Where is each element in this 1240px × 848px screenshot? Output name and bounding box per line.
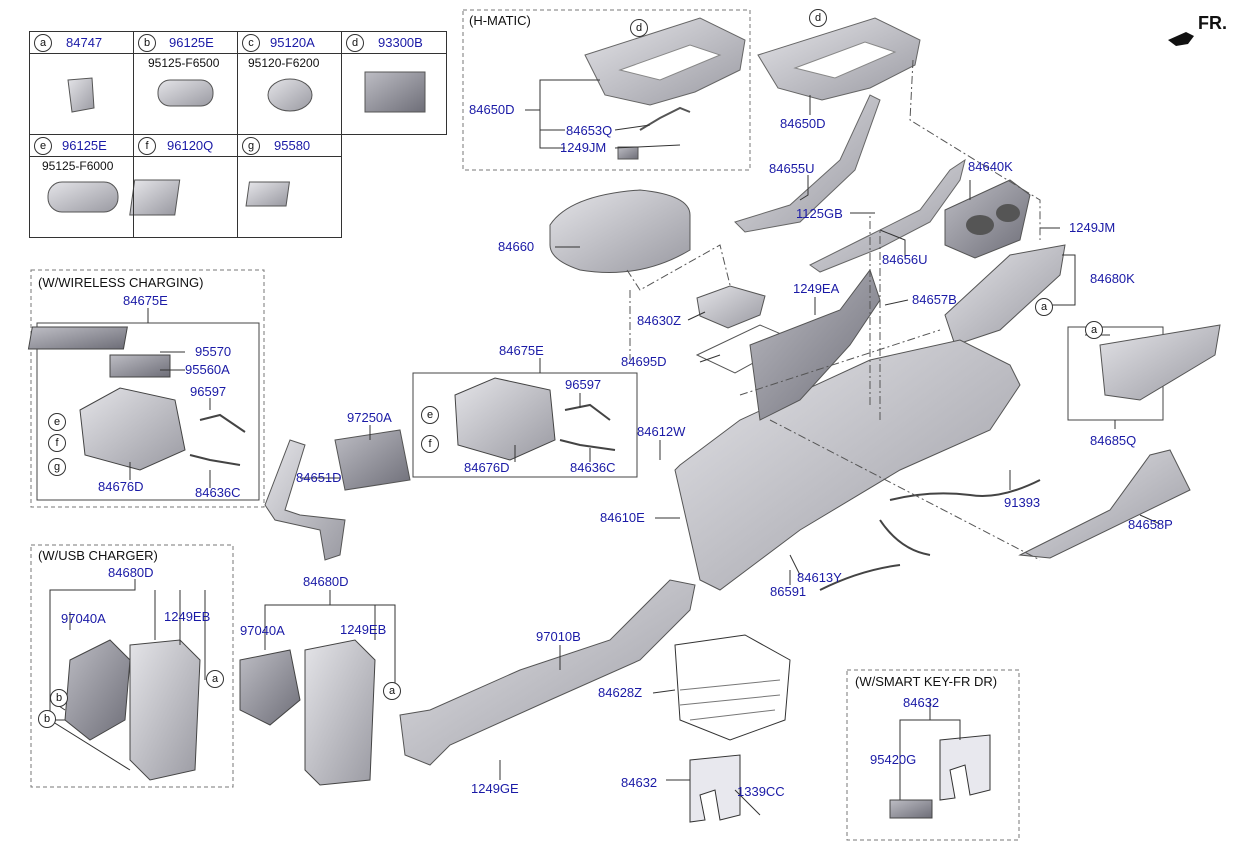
reference-marker: d — [809, 9, 827, 27]
part-callout: 1249EB — [340, 622, 387, 637]
part-callout: 84650D — [469, 102, 515, 117]
part-callout: 84656U — [882, 252, 928, 267]
part-callout: 84632 — [903, 695, 940, 710]
part-callout: 84612W — [637, 424, 686, 439]
part-callout: 97250A — [347, 410, 392, 425]
part-callout: 84675E — [499, 343, 544, 358]
legend-code: 96125E — [62, 138, 107, 153]
legend-letter: a — [34, 34, 52, 52]
reference-marker: a — [206, 670, 224, 688]
legend-code: 93300B — [378, 35, 423, 50]
part-callout: 1249EA — [793, 281, 840, 296]
console-body — [674, 339, 1021, 591]
reference-marker: b — [50, 689, 68, 707]
part-callout: 84695D — [621, 354, 667, 369]
part-callout: 1249EB — [164, 609, 211, 624]
part-callout: 84675E — [123, 293, 168, 308]
part-callout: 86591 — [770, 584, 807, 599]
part-callout: 84680D — [108, 565, 154, 580]
reference-marker: g — [48, 458, 66, 476]
legend-letter: f — [138, 137, 156, 155]
part-callout: 97040A — [240, 623, 285, 638]
part-callout: 91393 — [1004, 495, 1041, 510]
group-title-wireless: (W/WIRELESS CHARGING) — [38, 275, 204, 290]
part-callout: 84650D — [780, 116, 826, 131]
part-callout: 1249JM — [1069, 220, 1116, 235]
part-callout: 96597 — [190, 384, 227, 399]
part-callout: 84657B — [912, 292, 957, 307]
reference-marker: a — [1085, 321, 1103, 339]
reference-marker: e — [421, 406, 439, 424]
part-callout: 84658P — [1128, 517, 1173, 532]
part-callout: 1125GB — [796, 206, 843, 221]
part-callout: 95420G — [870, 752, 917, 767]
parts-legend-table: a 84747 b 96125E c 95120A d 93300B 95125-F65… — [29, 31, 447, 238]
legend-code: 96125E — [169, 35, 214, 50]
part-callout: 84628Z — [598, 685, 643, 700]
front-arrow-icon — [1168, 32, 1194, 46]
part-callout: 84655U — [769, 161, 815, 176]
legend-letter: d — [346, 34, 364, 52]
reference-marker: f — [421, 435, 439, 453]
legend-letter: b — [138, 34, 156, 52]
part-callout: 84653Q — [566, 123, 613, 138]
reference-marker: a — [1035, 298, 1053, 316]
reference-marker: b — [38, 710, 56, 728]
part-callout: 84630Z — [637, 313, 682, 328]
part-callout: 84676D — [464, 460, 510, 475]
part-callout: 84610E — [600, 510, 645, 525]
part-callout: 96597 — [565, 377, 602, 392]
reference-marker: a — [383, 682, 401, 700]
legend-code: 95580 — [274, 138, 311, 153]
legend-letter: e — [34, 137, 52, 155]
reference-marker: f — [48, 434, 66, 452]
legend-code: 84747 — [66, 35, 103, 50]
reference-marker: d — [630, 19, 648, 37]
part-callout: 1249JM — [560, 140, 607, 155]
part-callout: 84680K — [1090, 271, 1135, 286]
legend-subcode: 95125-F6500 — [148, 56, 220, 70]
part-callout: 84651D — [296, 470, 342, 485]
part-callout: 95560A — [185, 362, 230, 377]
part-callout: 84676D — [98, 479, 144, 494]
legend-code: 96120Q — [167, 138, 214, 153]
part-callout: 84636C — [570, 460, 616, 475]
legend-code: 95120A — [270, 35, 315, 50]
reference-marker: e — [48, 413, 66, 431]
group-title-usb: (W/USB CHARGER) — [38, 548, 158, 563]
part-callout: 97040A — [61, 611, 106, 626]
part-callout: 97010B — [536, 629, 581, 644]
legend-subcode: 95120-F6200 — [248, 56, 320, 70]
part-callout: 84660 — [498, 239, 535, 254]
part-callout: 84640K — [968, 159, 1013, 174]
part-callout: 84685Q — [1090, 433, 1137, 448]
part-callout: 1249GE — [471, 781, 519, 796]
group-title-smart-key: (W/SMART KEY-FR DR) — [855, 674, 998, 689]
part-callout: 84680D — [303, 574, 349, 589]
part-callout: 84613Y — [797, 570, 842, 585]
legend-letter: c — [242, 34, 260, 52]
part-callout: 1339CC — [737, 784, 785, 799]
part-callout: 95570 — [195, 344, 232, 359]
part-callout: 84636C — [195, 485, 241, 500]
front-direction-label: FR. — [1198, 13, 1227, 33]
duct-part — [399, 579, 696, 766]
part-callout: 84632 — [621, 775, 658, 790]
legend-subcode: 95125-F6000 — [42, 159, 114, 173]
legend-letter: g — [242, 137, 260, 155]
group-title-h-matic: (H-MATIC) — [469, 13, 531, 28]
